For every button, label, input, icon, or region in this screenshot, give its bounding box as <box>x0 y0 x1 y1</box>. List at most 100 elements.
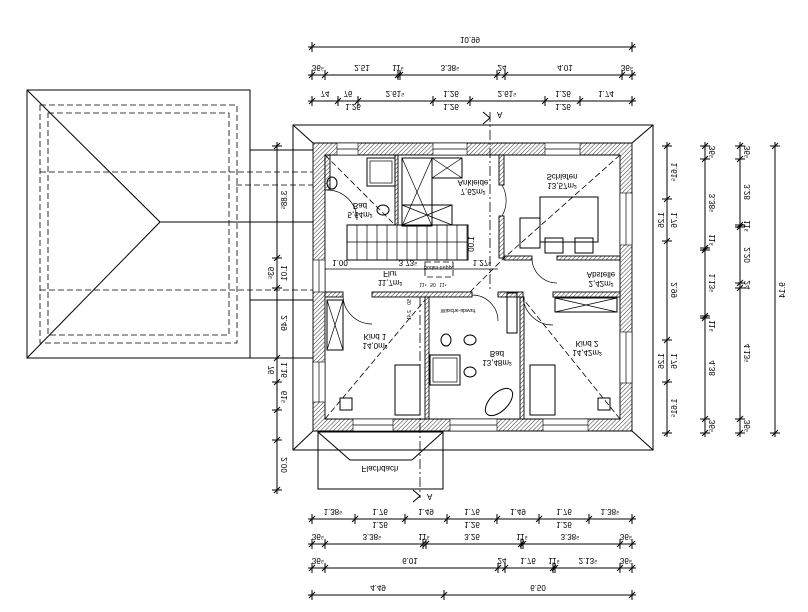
right-dim-walls-label: 3.38⁵ <box>708 194 717 213</box>
bottom-dim-rooms-label: 24 <box>498 556 507 565</box>
doors <box>326 184 558 326</box>
bottom-dim-openings-label: 1.38⁵ <box>324 507 343 516</box>
bottom-dim-overall-label: 4.49 <box>370 583 386 592</box>
bottom-dim-rooms-label: 11⁵ <box>548 556 560 565</box>
bottom-dim-rooms-label: 2.13⁵ <box>579 556 598 565</box>
top-dim-walls-label: 36⁵ <box>312 63 324 72</box>
top-dim-openings-label: 1.26 <box>443 102 459 111</box>
bottom-dim-rooms-label: 36⁵ <box>312 556 324 565</box>
top-dim-walls-label: 3.38⁵ <box>441 63 460 72</box>
right-dim-rooms-label: 11⁵ <box>743 220 752 232</box>
bottom-dim-walls-label: 36⁵ <box>620 532 632 541</box>
section-line: A A <box>412 110 503 503</box>
top-dim-walls-label: 36⁵ <box>621 63 633 72</box>
inner-dim: 11⁵ <box>439 281 446 287</box>
room-labels: Schlafen 13,57m² Ankleide 7,62m² Bad 5,6… <box>348 172 616 367</box>
right-dim-rooms-label: 4.13⁵ <box>743 344 752 363</box>
flat-roof-label: Flachdach <box>362 464 399 473</box>
bottom-dim-walls-label: 3.38⁵ <box>363 532 382 541</box>
top-dim-overall-label: 10.99 <box>460 35 481 44</box>
room-name-kind-1: Kind 1 <box>364 332 387 341</box>
bottom-dim-walls-label: 3.38⁵ <box>561 532 580 541</box>
bottom-dim-openings-label: 1.26 <box>556 520 572 529</box>
right-dim-walls-label: 36⁵ <box>708 146 717 158</box>
right-dim-rooms-label: 3.28 <box>743 184 752 200</box>
right-dim-openings-label: 1.26 <box>657 212 666 228</box>
inner-dim: 1.00 <box>467 236 476 252</box>
right-dim-overall-label: 9.14 <box>778 282 787 298</box>
top-dim-openings-label: 2.61⁵ <box>498 89 517 98</box>
right-dim-openings-label: 1.26 <box>657 353 666 369</box>
inner-dim: 3.73⁵ <box>399 258 418 267</box>
top-dim-openings-label: 76 <box>344 89 353 98</box>
left-dim-label: 2.49 <box>280 315 289 331</box>
section-marker-bottom: A <box>427 492 433 501</box>
top-dim-openings-label: 1.26 <box>555 89 571 98</box>
room-name-kind-2: Kind 2 <box>576 339 599 348</box>
right-dim-rooms-label: 36⁵ <box>743 420 752 432</box>
bottom-dim-openings-label: 1.38⁵ <box>601 507 620 516</box>
adjacent-roof <box>26 89 313 359</box>
bottom-dim-openings-label: 1.76 <box>372 507 388 516</box>
bottom-dim-rooms-label: 1.76 <box>520 556 536 565</box>
top-dim-walls-label: 24 <box>498 63 507 72</box>
bottom-dim-walls-label: 11⁵ <box>418 532 430 541</box>
room-name-flur: Flur <box>383 269 397 278</box>
bottom-dim-openings-label: 1.76 <box>556 507 572 516</box>
inner-dim: 50 <box>407 299 413 305</box>
windows <box>312 142 633 432</box>
left-dim-label: 63⁵ <box>267 267 276 279</box>
top-dim-openings-label: 1.26 <box>345 102 361 111</box>
room-area-kind-2: 14,42m² <box>572 348 602 357</box>
left-dim-label: 2.00 <box>280 457 289 473</box>
inner-dim: 50 <box>430 281 436 287</box>
inner-dim: 11⁵ <box>419 281 426 287</box>
top-dim-walls-label: 2.51 <box>354 63 370 72</box>
bottom-dim-walls-label: 11⁵ <box>516 532 528 541</box>
room-area-bad-1: 5,64m² <box>348 210 373 219</box>
section-marker-top: A <box>497 110 503 119</box>
bottom-dim-openings-label: 1.76 <box>464 507 480 516</box>
right-dim-walls-label: 11⁵ <box>708 320 717 332</box>
staircase <box>346 224 469 261</box>
room-area-bad-2: 13,48m² <box>482 358 512 367</box>
room-area-abstelle: 2,42m² <box>589 279 614 288</box>
right-dim-walls-label: 4.38 <box>708 360 717 376</box>
room-area-schlafen: 13,57m² <box>547 181 577 190</box>
right-dim-walls-label: 1.13⁵ <box>708 274 717 293</box>
room-area-flur: 11,7m² <box>378 278 403 287</box>
bottom-dim-openings-label: 1.26 <box>372 520 388 529</box>
right-dim-rooms-label: 36⁵ <box>743 146 752 158</box>
top-dim-openings-label: 1.74 <box>598 89 614 98</box>
bottom-dim-rooms-label: 36⁵ <box>620 556 632 565</box>
bottom-dim-openings-label: 1.49 <box>510 507 526 516</box>
roof-outline <box>292 124 654 451</box>
right-dim-walls-label: 11⁵ <box>708 234 717 246</box>
top-dim-openings-label: 1.26 <box>443 89 459 98</box>
inner-dim: 2.41 <box>407 310 413 320</box>
left-dim-label: 1.01 <box>280 265 289 281</box>
room-name-abstelle: Abstelle <box>587 270 616 279</box>
right-dim-rooms-label: 24 <box>743 281 752 290</box>
left-dim-label: 61⁵ <box>280 391 289 403</box>
laundry-chute-label: Wäsche-abwurf <box>441 307 476 313</box>
top-dim-openings-label: 1.26 <box>555 102 571 111</box>
inner-dim: 1.00 <box>332 258 348 267</box>
inner-dim: 1.27⁵ <box>473 258 492 267</box>
right-dim-rooms-label: 2.20 <box>743 247 752 263</box>
right-dim-openings-label: 1.61⁵ <box>670 163 679 182</box>
left-dim-label: 76 <box>267 366 276 375</box>
room-name-ankleide: Ankleide <box>458 178 489 187</box>
right-dim-openings-label: 2.99 <box>670 282 679 298</box>
room-name-schlafen: Schlafen <box>546 172 577 181</box>
left-dim-label: 3.88⁵ <box>280 191 289 210</box>
fixtures <box>326 157 618 417</box>
room-area-ankleide: 7,62m² <box>461 187 486 196</box>
bottom-dim-overall-label: 6.50 <box>530 583 546 592</box>
hip-lines <box>324 154 621 420</box>
top-dim-openings-label: 74 <box>321 89 330 98</box>
room-name-bad-1: Bad <box>353 201 367 210</box>
room-area-kind-1: 14,0m² <box>363 341 388 350</box>
